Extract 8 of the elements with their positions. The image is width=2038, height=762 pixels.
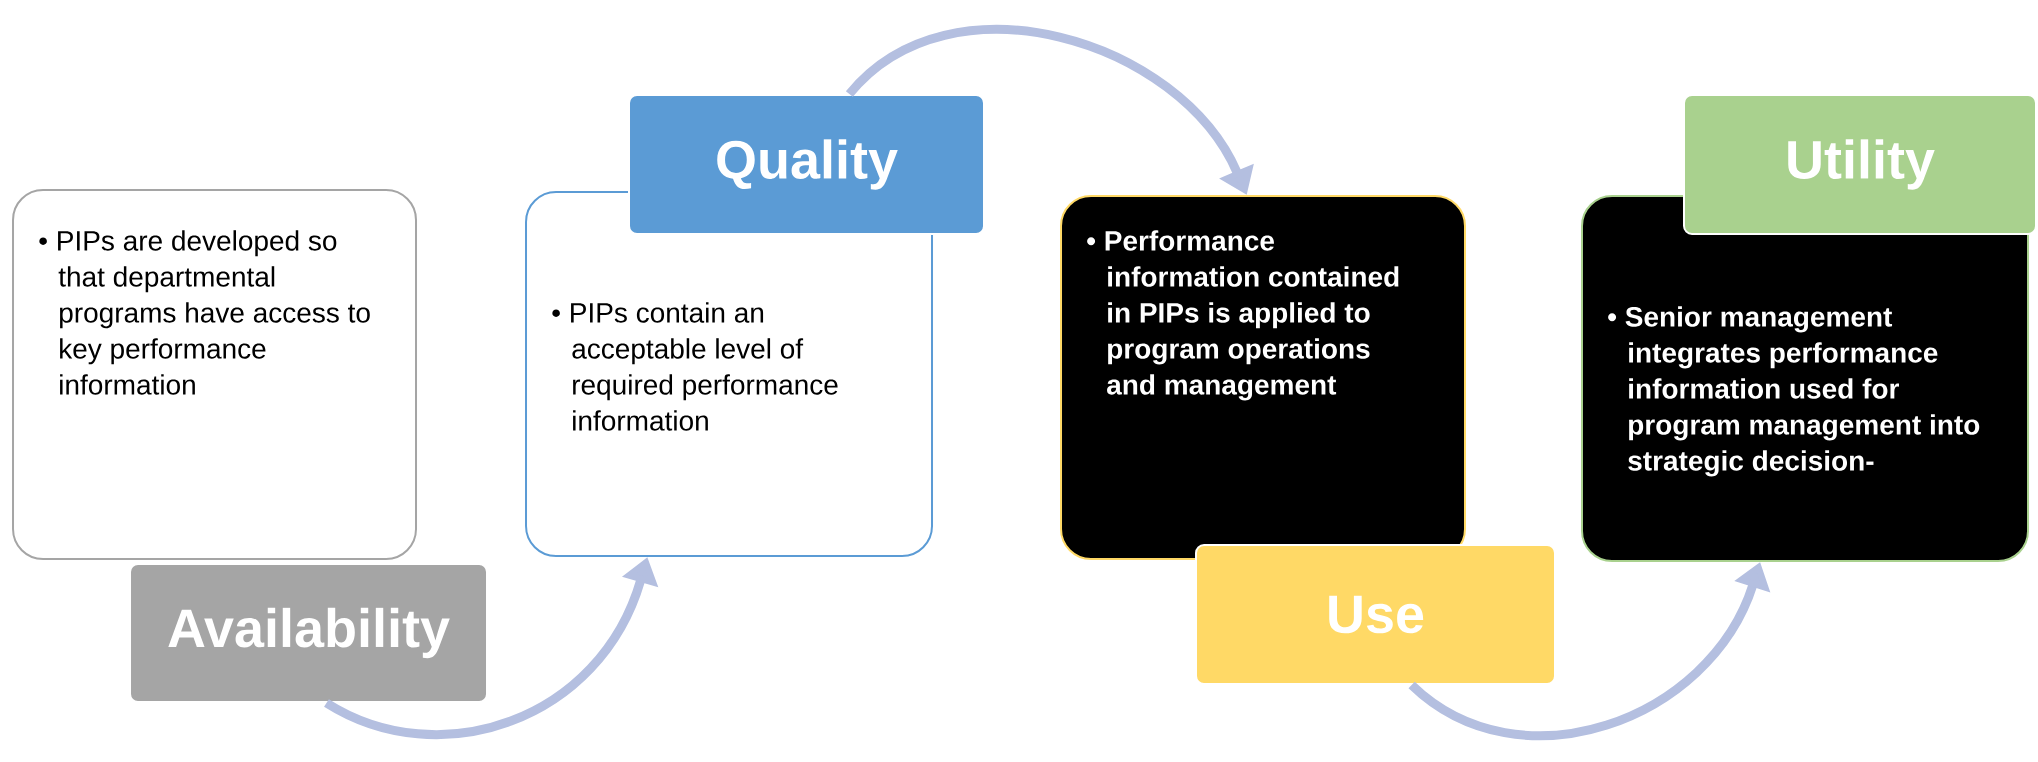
- heading-box: Use: [1195, 544, 1556, 685]
- heading-box: Availability: [129, 563, 488, 703]
- heading-box: Quality: [628, 94, 985, 235]
- heading-box: Utility: [1683, 94, 2037, 235]
- text-box: • PIPs are developed so that departmental programs have access to key performance information: [12, 189, 417, 560]
- text-box: • Senior management integrates performance information used for program management into strategic decision-: [1581, 195, 2029, 562]
- text-box: • PIPs contain an acceptable level of required performance information: [525, 191, 933, 557]
- text-box: • Performance information contained in PIPs is applied to program operations and management: [1060, 195, 1466, 560]
